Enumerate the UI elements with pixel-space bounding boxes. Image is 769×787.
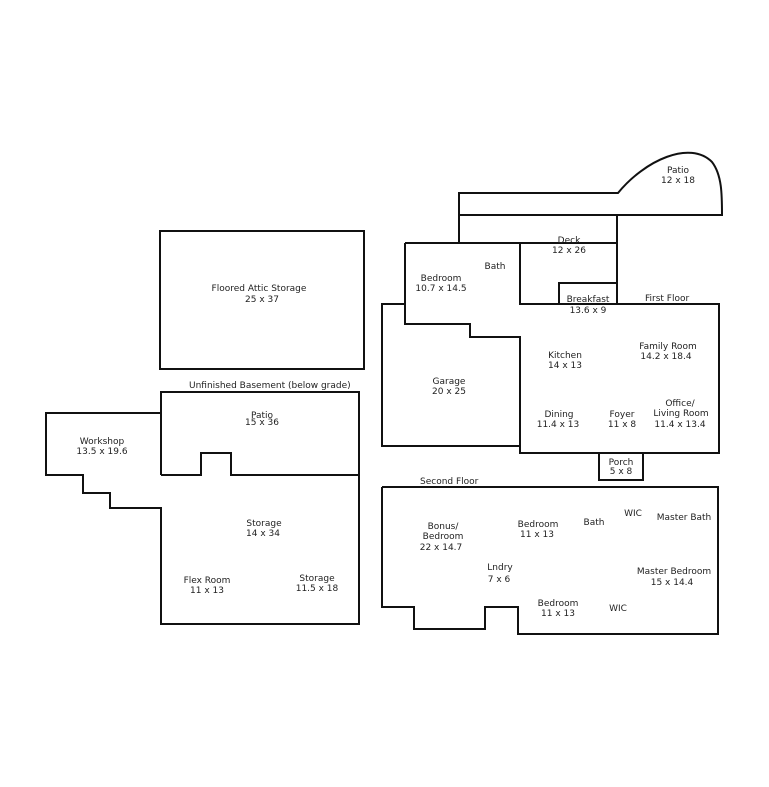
wic-top-name: WIC [624, 509, 642, 519]
second-bedroom-a-name: Bedroom [518, 520, 559, 530]
bonus-size: 22 x 14.7 [420, 543, 463, 553]
laundry-size: 7 x 6 [488, 575, 511, 585]
first-floor-title: First Floor [645, 294, 689, 304]
garage-size: 20 x 25 [432, 387, 466, 397]
bonus-name-line2: Bedroom [423, 532, 464, 542]
porch-size: 5 x 8 [610, 467, 633, 477]
family-room-size: 14.2 x 18.4 [640, 352, 691, 362]
second-floor-outline [381, 486, 719, 635]
attic-name: Floored Attic Storage [212, 284, 307, 294]
second-floor-title: Second Floor [420, 477, 479, 487]
office-size: 11.4 x 13.4 [654, 420, 705, 430]
dining-name: Dining [544, 410, 573, 420]
bonus-name-line1: Bonus/ [428, 522, 460, 532]
wic-bottom-name: WIC [609, 604, 627, 614]
attic-outline [159, 230, 365, 370]
laundry-name: Lndry [487, 563, 513, 573]
garage-name: Garage [433, 377, 466, 387]
first-floor-deck-strip [458, 214, 618, 244]
attic-size: 25 x 37 [245, 295, 279, 305]
first-patio-size: 12 x 18 [661, 176, 695, 186]
kitchen-name: Kitchen [548, 351, 582, 361]
workshop-name: Workshop [80, 437, 125, 447]
master-bedroom-size: 15 x 14.4 [651, 578, 694, 588]
storage-small-name: Storage [299, 574, 335, 584]
office-name-line2: Living Room [653, 409, 708, 419]
deck-size: 12 x 26 [552, 246, 586, 256]
second-bedroom-b-name: Bedroom [538, 599, 579, 609]
family-room-name: Family Room [639, 342, 696, 352]
first-bath-name: Bath [485, 262, 506, 272]
basement-patio-name: Patio [251, 411, 274, 421]
porch-outline [598, 452, 644, 481]
basement-patio-outline [160, 391, 360, 476]
dining-size: 11.4 x 13 [537, 420, 580, 430]
first-floor-main-outline [404, 243, 720, 454]
flex-room-size: 11 x 13 [190, 586, 224, 596]
breakfast-name: Breakfast [567, 295, 610, 305]
first-floor-patio-outline [458, 151, 724, 216]
first-bedroom-size: 10.7 x 14.5 [415, 284, 466, 294]
garage-outline [381, 303, 520, 447]
basement-main-outline [45, 412, 360, 625]
master-bath-name: Master Bath [657, 513, 712, 523]
flex-room-name: Flex Room [184, 576, 231, 586]
kitchen-size: 14 x 13 [548, 361, 582, 371]
first-patio-name: Patio [667, 166, 690, 176]
second-bedroom-b-size: 11 x 13 [541, 609, 575, 619]
office-name-line1: Office/ [665, 399, 695, 409]
second-bath-name: Bath [584, 518, 605, 528]
first-bedroom-name: Bedroom [421, 274, 462, 284]
deck-name: Deck [558, 236, 581, 246]
storage-main-name: Storage [246, 519, 282, 529]
basement-patio-size: 15 x 36 [245, 418, 279, 428]
basement-title: Unfinished Basement (below grade) [189, 381, 351, 391]
second-bedroom-a-size: 11 x 13 [520, 530, 554, 540]
breakfast-size: 13.6 x 9 [570, 306, 607, 316]
foyer-name: Foyer [610, 410, 635, 420]
master-bedroom-name: Master Bedroom [637, 567, 711, 577]
porch-name: Porch [609, 458, 634, 468]
workshop-size: 13.5 x 19.6 [76, 447, 127, 457]
storage-main-size: 14 x 34 [246, 529, 280, 539]
foyer-size: 11 x 8 [608, 420, 637, 430]
storage-small-size: 11.5 x 18 [296, 584, 339, 594]
